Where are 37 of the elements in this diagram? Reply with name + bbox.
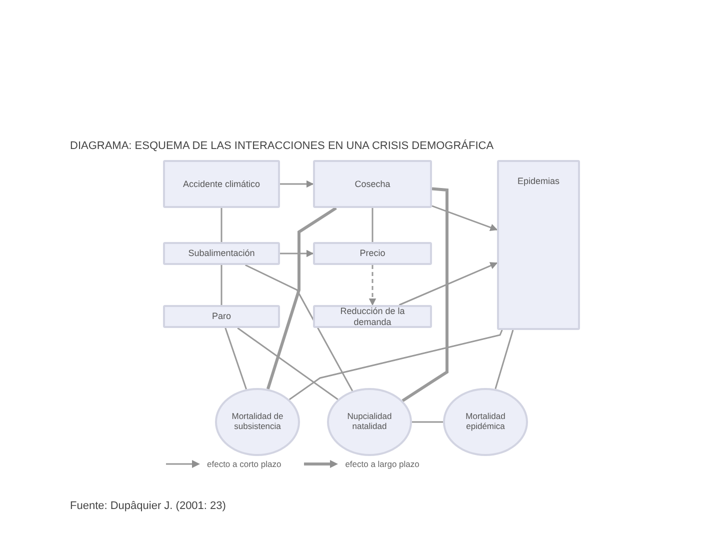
- connector-line: [432, 205, 498, 231]
- connector-line: [237, 327, 338, 400]
- node-label: Accidente climático: [182, 178, 260, 190]
- connector-line: [372, 208, 374, 242]
- process-box: [163, 160, 280, 208]
- process-box: [313, 242, 432, 265]
- connector-line: [280, 250, 314, 258]
- diagram-title: DIAGRAMA: ESQUEMA DE LAS INTERACCIONES EN UNA CRISIS DEMOGRÁFICA: [70, 140, 494, 152]
- connector-line: [266, 206, 337, 390]
- node-label: Mortalidad de subsistencia: [230, 412, 284, 432]
- node-label: Subalimentación: [188, 248, 255, 259]
- connector-line: [368, 265, 376, 306]
- legend-label: efecto a largo plazo: [345, 459, 420, 469]
- connector-line: [288, 330, 503, 400]
- connector-line: [398, 262, 498, 306]
- connector-line: [402, 187, 448, 402]
- connector-line: [220, 208, 222, 242]
- process-box: [313, 305, 432, 328]
- connector-line: [412, 421, 443, 423]
- connector-line: [494, 330, 514, 390]
- process-box: [497, 160, 580, 330]
- source-caption: Fuente: Dupâquier J. (2001: 23): [70, 500, 226, 512]
- node-label: Precio: [360, 248, 386, 259]
- process-box: [313, 160, 432, 208]
- connector-line: [220, 265, 222, 305]
- node-label: Mortalidad epidémica: [464, 412, 506, 432]
- node-label: Nupcialidad natalidad: [346, 412, 393, 432]
- legend-label: efecto a corto plazo: [207, 459, 282, 469]
- connector-line: [224, 328, 247, 390]
- process-box: [163, 305, 280, 328]
- process-box: [163, 242, 280, 265]
- node-label: Epidemias: [517, 176, 560, 186]
- node-label: Cosecha: [354, 178, 390, 190]
- node-label: Paro: [212, 311, 231, 322]
- connector-line: [280, 180, 314, 188]
- node-label: Reducción de la demanda: [339, 306, 406, 327]
- connector-line: [244, 264, 354, 392]
